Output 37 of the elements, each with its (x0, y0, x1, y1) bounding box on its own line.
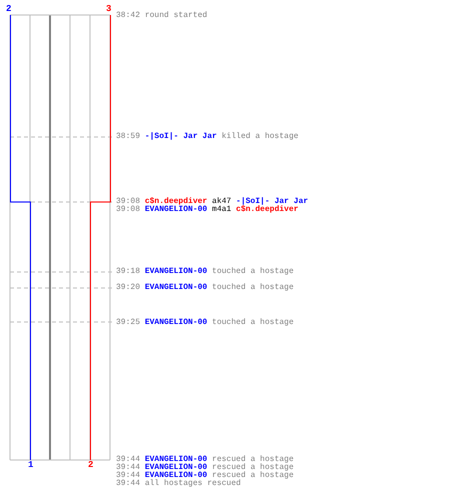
timestamp: 39:44 (116, 455, 140, 464)
event-text: touched a hostage (212, 267, 294, 276)
timestamp: 39:08 (116, 205, 140, 214)
player-name: EVANGELION-00 (144, 455, 208, 464)
timestamp: 39:18 (116, 267, 140, 276)
player-name: -|SoI|- Jar Jar (144, 132, 217, 141)
player-name: EVANGELION-00 (144, 463, 208, 472)
player-name: EVANGELION-00 (144, 205, 208, 214)
event-text: round started (144, 11, 208, 20)
player-name: c$n.deepdiver (236, 205, 298, 214)
event-text: rescued a hostage (212, 471, 294, 480)
player-name: c$n.deepdiver (144, 197, 208, 206)
player-name: EVANGELION-00 (144, 471, 208, 480)
weapon-name: ak47 (212, 197, 232, 206)
timestamp: 39:20 (116, 283, 140, 292)
timestamp: 39:08 (116, 197, 140, 206)
timestamp: 39:44 (116, 479, 140, 488)
timestamp: 39:25 (116, 318, 140, 327)
event-text: all hostages rescued (144, 479, 241, 488)
player-name: EVANGELION-00 (144, 283, 208, 292)
timestamp: 38:42 (116, 11, 140, 20)
timestamp: 39:44 (116, 463, 140, 472)
player-name: EVANGELION-00 (144, 318, 208, 327)
team-count-number: 2 (88, 461, 94, 469)
player-name: -|SoI|- Jar Jar (236, 197, 308, 206)
team-count-number: 2 (6, 5, 12, 13)
player-name: EVANGELION-00 (144, 267, 208, 276)
event-text: rescued a hostage (212, 455, 294, 464)
event-text: touched a hostage (212, 318, 294, 327)
team-count-number: 3 (106, 5, 112, 13)
team-count-number: 1 (28, 461, 34, 469)
weapon-name: m4a1 (212, 205, 232, 214)
event-text: touched a hostage (212, 283, 294, 292)
timestamp: 39:44 (116, 471, 140, 480)
timestamp: 38:59 (116, 132, 140, 141)
event-text: killed a hostage (222, 132, 298, 141)
event-text: rescued a hostage (212, 463, 294, 472)
